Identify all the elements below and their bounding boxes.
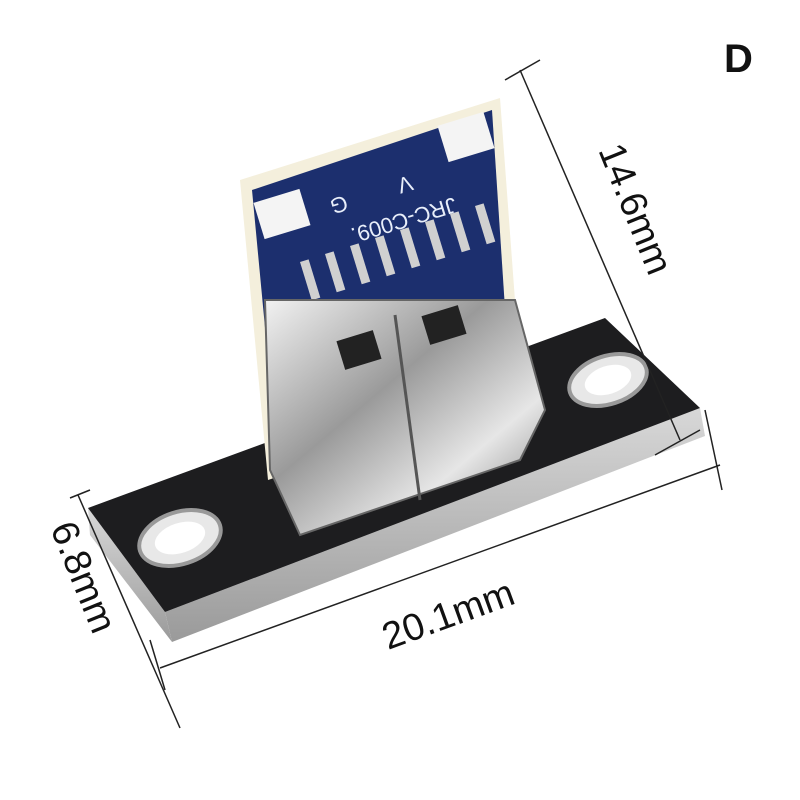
length-dimension: 20.1mm (377, 572, 520, 658)
height-dimension: 14.6mm (590, 138, 680, 281)
pcb-g-text: G (327, 190, 351, 219)
panel-label: D (724, 37, 753, 81)
usb-c-connector (263, 299, 547, 537)
connector-pins (299, 203, 496, 301)
dimension-lines (69, 59, 723, 729)
